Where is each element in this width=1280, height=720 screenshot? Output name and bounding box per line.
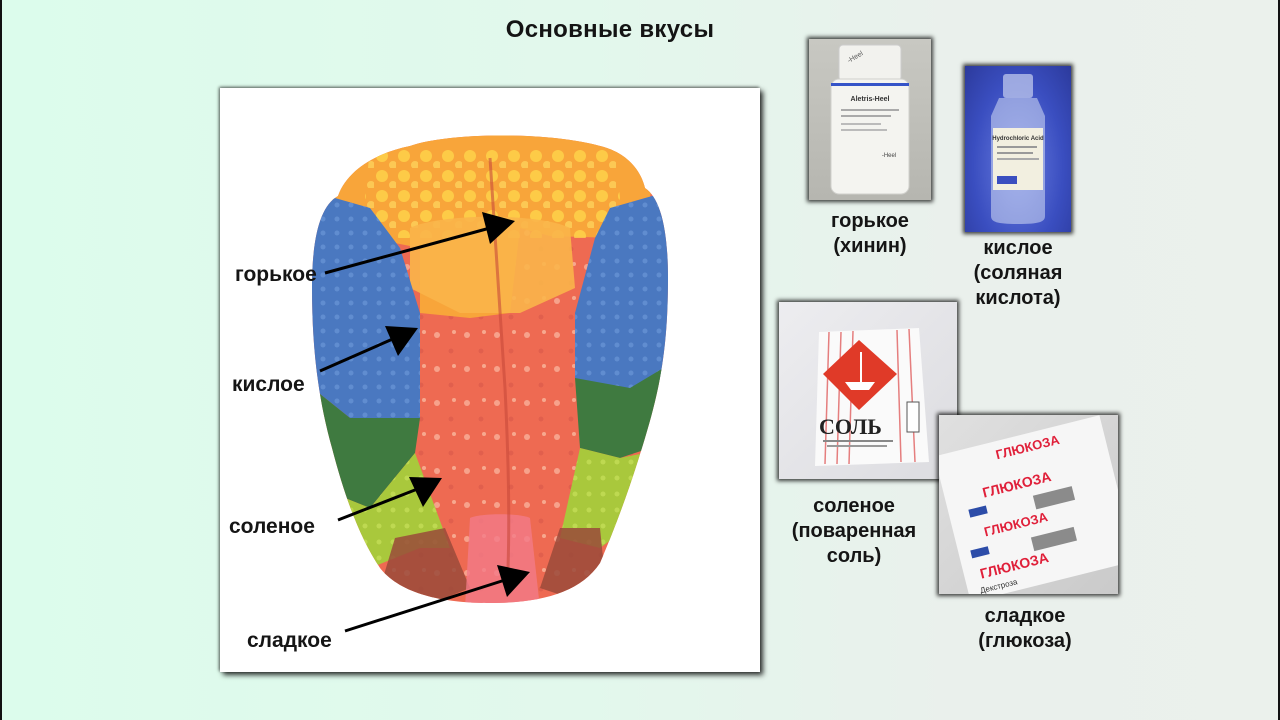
salt-bag-icon: СОЛЬ	[815, 328, 929, 466]
glucose-strip-icon: ГЛЮКОЗА ГЛЮКОЗА ГЛЮКОЗА ГЛЮКОЗА Декстроз…	[939, 415, 1118, 594]
label-sweet: сладкое	[247, 629, 332, 652]
svg-text:СОЛЬ: СОЛЬ	[819, 414, 882, 439]
svg-text:-Heel: -Heel	[882, 153, 896, 159]
caption-salty-line2: (поваренная	[791, 520, 917, 542]
svg-text:Aletris-Heel: Aletris-Heel	[851, 96, 890, 103]
label-bitter: горькое	[235, 263, 317, 286]
caption-sour-line3: кислота)	[975, 287, 1061, 309]
caption-salty-line1: соленое	[813, 495, 895, 517]
caption-salty-line3: соль)	[826, 545, 882, 567]
caption-sour-line2: (соляная	[973, 262, 1063, 284]
photo-bitter-quinine-bottle: -Heel Aletris-Heel -Heel	[809, 39, 931, 200]
photo-salty-salt-bag: СОЛЬ	[779, 302, 957, 479]
bottle-icon: -Heel Aletris-Heel -Heel	[830, 44, 910, 195]
left-edge-border	[0, 0, 2, 720]
svg-text:Hydrochloric Acid: Hydrochloric Acid	[992, 136, 1044, 142]
right-edge-border	[1278, 0, 1280, 720]
caption-bitter-line1: горькое	[831, 210, 909, 232]
caption-bitter-line2: (хинин)	[833, 235, 907, 257]
tongue-diagram-panel: горькое кислое соленое сладкое	[220, 88, 760, 672]
label-arrows	[319, 212, 530, 633]
tongue-illustration	[312, 135, 668, 633]
photo-sweet-glucose-strip: ГЛЮКОЗА ГЛЮКОЗА ГЛЮКОЗА ГЛЮКОЗА Декстроз…	[939, 415, 1118, 594]
caption-salty: соленое (поваренная соль)	[779, 494, 929, 569]
caption-sour: кислое (соляная кислота)	[950, 236, 1086, 311]
slide-title: Основные вкусы	[505, 16, 715, 43]
caption-sweet-line1: сладкое	[984, 605, 1066, 627]
acid-bottle-icon: Hydrochloric Acid	[991, 74, 1045, 224]
caption-sour-line1: кислое	[983, 237, 1053, 259]
label-salty: соленое	[229, 515, 315, 538]
caption-bitter: горькое (хинин)	[809, 209, 931, 259]
caption-sweet: сладкое (глюкоза)	[955, 604, 1095, 654]
label-sour: кислое	[232, 373, 305, 396]
photo-sour-acid-bottle: Hydrochloric Acid	[965, 66, 1071, 232]
caption-sweet-line2: (глюкоза)	[978, 630, 1072, 652]
